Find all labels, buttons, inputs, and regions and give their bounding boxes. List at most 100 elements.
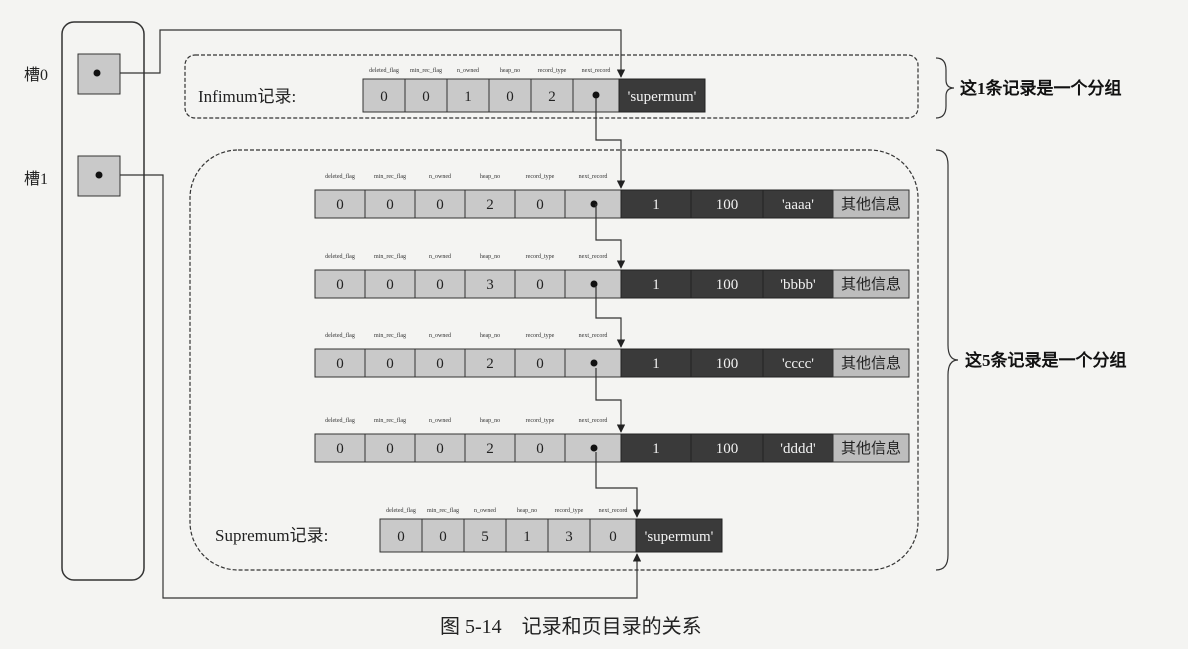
record-1-value-cell-0: [620, 189, 692, 219]
record-1-field-cell-1: [364, 189, 416, 219]
group-1-brace: [935, 57, 955, 119]
supremum-header-1: min_rec_flag: [427, 507, 459, 514]
record-3-field-2: 0: [436, 356, 444, 372]
record-1-header-5: next_record: [579, 174, 608, 180]
record-1-field-2: 0: [436, 197, 444, 213]
record-2-header-0: deleted_flag: [325, 253, 355, 260]
infimum-header-1: min_rec_flag: [410, 67, 442, 74]
record-4-header-1: min_rec_flag: [374, 417, 406, 424]
record-4-field-2: 0: [436, 441, 444, 457]
record-3-header-2: n_owned: [429, 333, 451, 339]
supremum-record-type: 3: [565, 529, 573, 545]
record-3-info: 其他信息: [841, 355, 901, 372]
supremum-data-cell: [635, 518, 723, 553]
infimum-header-4: record_type: [538, 68, 567, 74]
record-3-value-0: 1: [652, 356, 660, 372]
supremum-fields: 0 0 5 1 3 0 'supermum': [379, 518, 723, 553]
record-3-field-cell-1: [364, 348, 416, 378]
record-3-header-0: deleted_flag: [325, 332, 355, 339]
infimum-data-cell: [618, 78, 706, 113]
record-2-field-2: 0: [436, 277, 444, 293]
record-4-header-3: heap_no: [480, 418, 500, 424]
supremum-n-owned: 5: [481, 529, 489, 545]
record-4-header-5: next_record: [579, 418, 608, 424]
slot-1-label: 槽1: [24, 170, 48, 188]
record-1-header-2: n_owned: [429, 174, 451, 180]
infimum-deleted-flag: 0: [380, 89, 388, 105]
record-1-value-cell-2: [762, 189, 834, 219]
supremum-min-rec-flag: 0: [439, 529, 447, 545]
user-records: deleted_flag min_rec_flag n_owned heap_no re…: [314, 173, 910, 463]
group-1-text: 这1条记录是一个分组: [960, 78, 1122, 98]
record-3-info-cell: [832, 348, 910, 378]
record-4-value-cell-0: [620, 433, 692, 463]
slot-1-arrow: [120, 174, 642, 599]
group-2-brace: [935, 149, 959, 571]
record-1-header-0: deleted_flag: [325, 173, 355, 180]
record-2-header-4: record_type: [526, 254, 555, 260]
record-3-header-4: record_type: [526, 333, 555, 339]
supremum-next-record: 0: [609, 529, 617, 545]
record-3-field-cell-0: [314, 348, 366, 378]
record-2-value-2: 'bbbb': [780, 277, 816, 293]
record-2-info-cell: [832, 269, 910, 299]
record-4-value-cell-1: [690, 433, 764, 463]
record-1-header-4: record_type: [526, 174, 555, 180]
record-3-header-5: next_record: [579, 333, 608, 339]
record-3-value-cell-2: [762, 348, 834, 378]
record-1-value-1: 100: [716, 197, 739, 213]
infimum-header-3: heap_no: [500, 68, 520, 74]
supremum-header-5: next_record: [599, 508, 628, 514]
record-3-to-record-4-arrow: [595, 368, 626, 433]
infimum-heap-no: 0: [506, 89, 514, 105]
infimum-group-box: [184, 54, 919, 119]
record-4-info: 其他信息: [841, 440, 901, 457]
record-4-value-2: 'dddd': [780, 441, 816, 457]
figure-caption: 图 5-14 记录和页目录的关系: [440, 615, 702, 638]
record-3-next-record-dot: [590, 359, 598, 367]
record-4-field-1: 0: [386, 441, 394, 457]
main-group-box: [189, 149, 919, 571]
record-4-header-0: deleted_flag: [325, 417, 355, 424]
supremum-header-0: deleted_flag: [386, 507, 416, 514]
record-4-info-cell: [832, 433, 910, 463]
infimum-n-owned: 1: [464, 89, 472, 105]
record-4-field-3: 2: [486, 441, 494, 457]
record-3-field-4: 0: [536, 356, 544, 372]
record-2-header-2: n_owned: [429, 254, 451, 260]
infimum-data-text: 'supermum': [628, 89, 697, 105]
record-2-value-cell-0: [620, 269, 692, 299]
record-3-field-cell-3: [464, 348, 516, 378]
record-1-field-cell-3: [464, 189, 516, 219]
slot-0-arrow: [120, 29, 626, 78]
record-4-value-cell-2: [762, 433, 834, 463]
record-4-to-supremum-arrow: [595, 452, 642, 518]
supremum-data-text: 'supermum': [645, 529, 714, 545]
infimum-header-2: n_owned: [457, 68, 479, 74]
record-2-header-5: next_record: [579, 254, 608, 260]
record-3-value-1: 100: [716, 356, 739, 372]
pointer-lines: [120, 29, 642, 599]
record-2-value-cell-1: [690, 269, 764, 299]
infimum-fields: 0 0 1 0 2 'supermum': [362, 78, 706, 113]
record-3-header-3: heap_no: [480, 333, 500, 339]
supremum-header-2: n_owned: [474, 508, 496, 514]
record-3-field-cell-2: [414, 348, 466, 378]
record-1-info: 其他信息: [841, 196, 901, 213]
record-4-next-record-dot: [590, 444, 598, 452]
record-2-field-cell-1: [364, 269, 416, 299]
record-4-field-cell-2: [414, 433, 466, 463]
record-2-field-cell-2: [414, 269, 466, 299]
record-4-field-cell-3: [464, 433, 516, 463]
record-3-value-cell-1: [690, 348, 764, 378]
record-2-field-1: 0: [386, 277, 394, 293]
slot-1-pointer-dot: [95, 171, 103, 179]
record-3-field-0: 0: [336, 356, 344, 372]
record-1-value-cell-1: [690, 189, 764, 219]
